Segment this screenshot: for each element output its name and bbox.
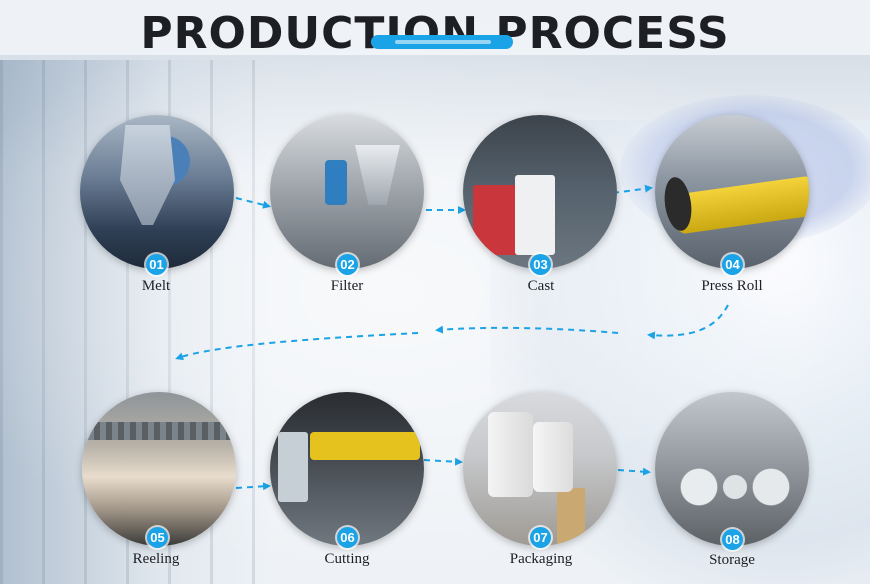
arrow-6-7 <box>423 457 463 466</box>
step-filter-photo <box>270 115 424 269</box>
arrow-7-8 <box>617 467 651 476</box>
page-title: PRODUCTION PROCESS <box>140 8 730 59</box>
step-reeling-photo <box>82 392 236 546</box>
step-label: Melt <box>141 278 171 294</box>
step-badge: 08 <box>722 529 743 550</box>
step-packaging-photo <box>463 392 617 546</box>
step-label: Cast <box>527 278 555 294</box>
step-label: Storage <box>709 552 755 568</box>
step-cutting-photo <box>270 392 424 546</box>
step-melt-photo <box>80 115 234 269</box>
step-badge: 02 <box>337 254 358 275</box>
step-label: Filter <box>330 278 364 294</box>
arrow-4-5-low <box>175 332 419 361</box>
step-badge: 01 <box>146 254 167 275</box>
arrow-4-5-top <box>647 304 729 340</box>
step-badge: 07 <box>530 527 551 548</box>
step-badge: 05 <box>147 527 168 548</box>
arrow-4-5-mid <box>435 325 619 334</box>
step-press-roll-photo <box>655 115 809 269</box>
step-badge: 03 <box>530 254 551 275</box>
step-storage-photo <box>655 392 809 546</box>
step-label: Reeling <box>132 551 180 567</box>
arrow-3-4 <box>612 184 653 194</box>
step-badge: 06 <box>337 527 358 548</box>
arrow-1-2 <box>235 197 271 209</box>
step-label: Packaging <box>509 551 573 567</box>
step-cast-photo <box>463 115 617 269</box>
arrow-5-6 <box>235 482 271 491</box>
step-badge: 04 <box>722 254 743 275</box>
step-label: Press Roll <box>701 278 763 294</box>
step-label: Cutting <box>324 551 370 567</box>
title-accent-bar <box>371 35 513 49</box>
